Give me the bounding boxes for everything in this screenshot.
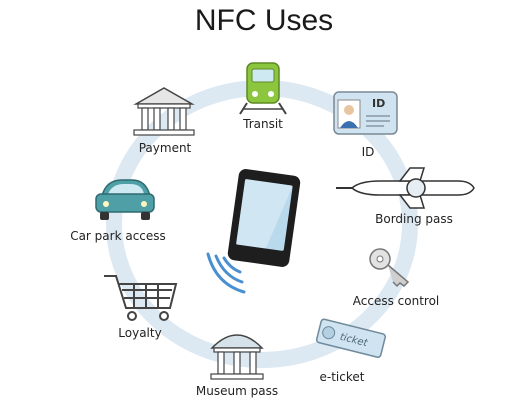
label-payment: Payment (138, 141, 192, 155)
label-access-control: Access control (352, 294, 440, 308)
museum-icon (210, 334, 264, 380)
label-museum-pass: Museum pass (195, 384, 279, 398)
page-title: NFC Uses (194, 4, 334, 37)
label-car-park-access: Car park access (70, 229, 166, 243)
label-boarding-pass: Bording pass (375, 212, 453, 226)
nfc-waves-icon (206, 252, 246, 294)
shopping-cart-icon (104, 275, 178, 321)
ticket-icon: ticket (315, 318, 387, 358)
label-transit: Transit (243, 117, 283, 131)
bank-icon (133, 87, 195, 136)
label-e-ticket: e-ticket (319, 370, 365, 384)
id-card-text: ID (372, 97, 385, 110)
label-id: ID (361, 145, 375, 159)
id-card-icon: ID (333, 91, 398, 135)
airplane-icon (336, 167, 475, 209)
car-icon (95, 179, 155, 220)
key-icon (369, 248, 410, 288)
label-loyalty: Loyalty (118, 326, 162, 340)
train-icon (239, 62, 287, 115)
smartphone-icon (227, 169, 301, 267)
